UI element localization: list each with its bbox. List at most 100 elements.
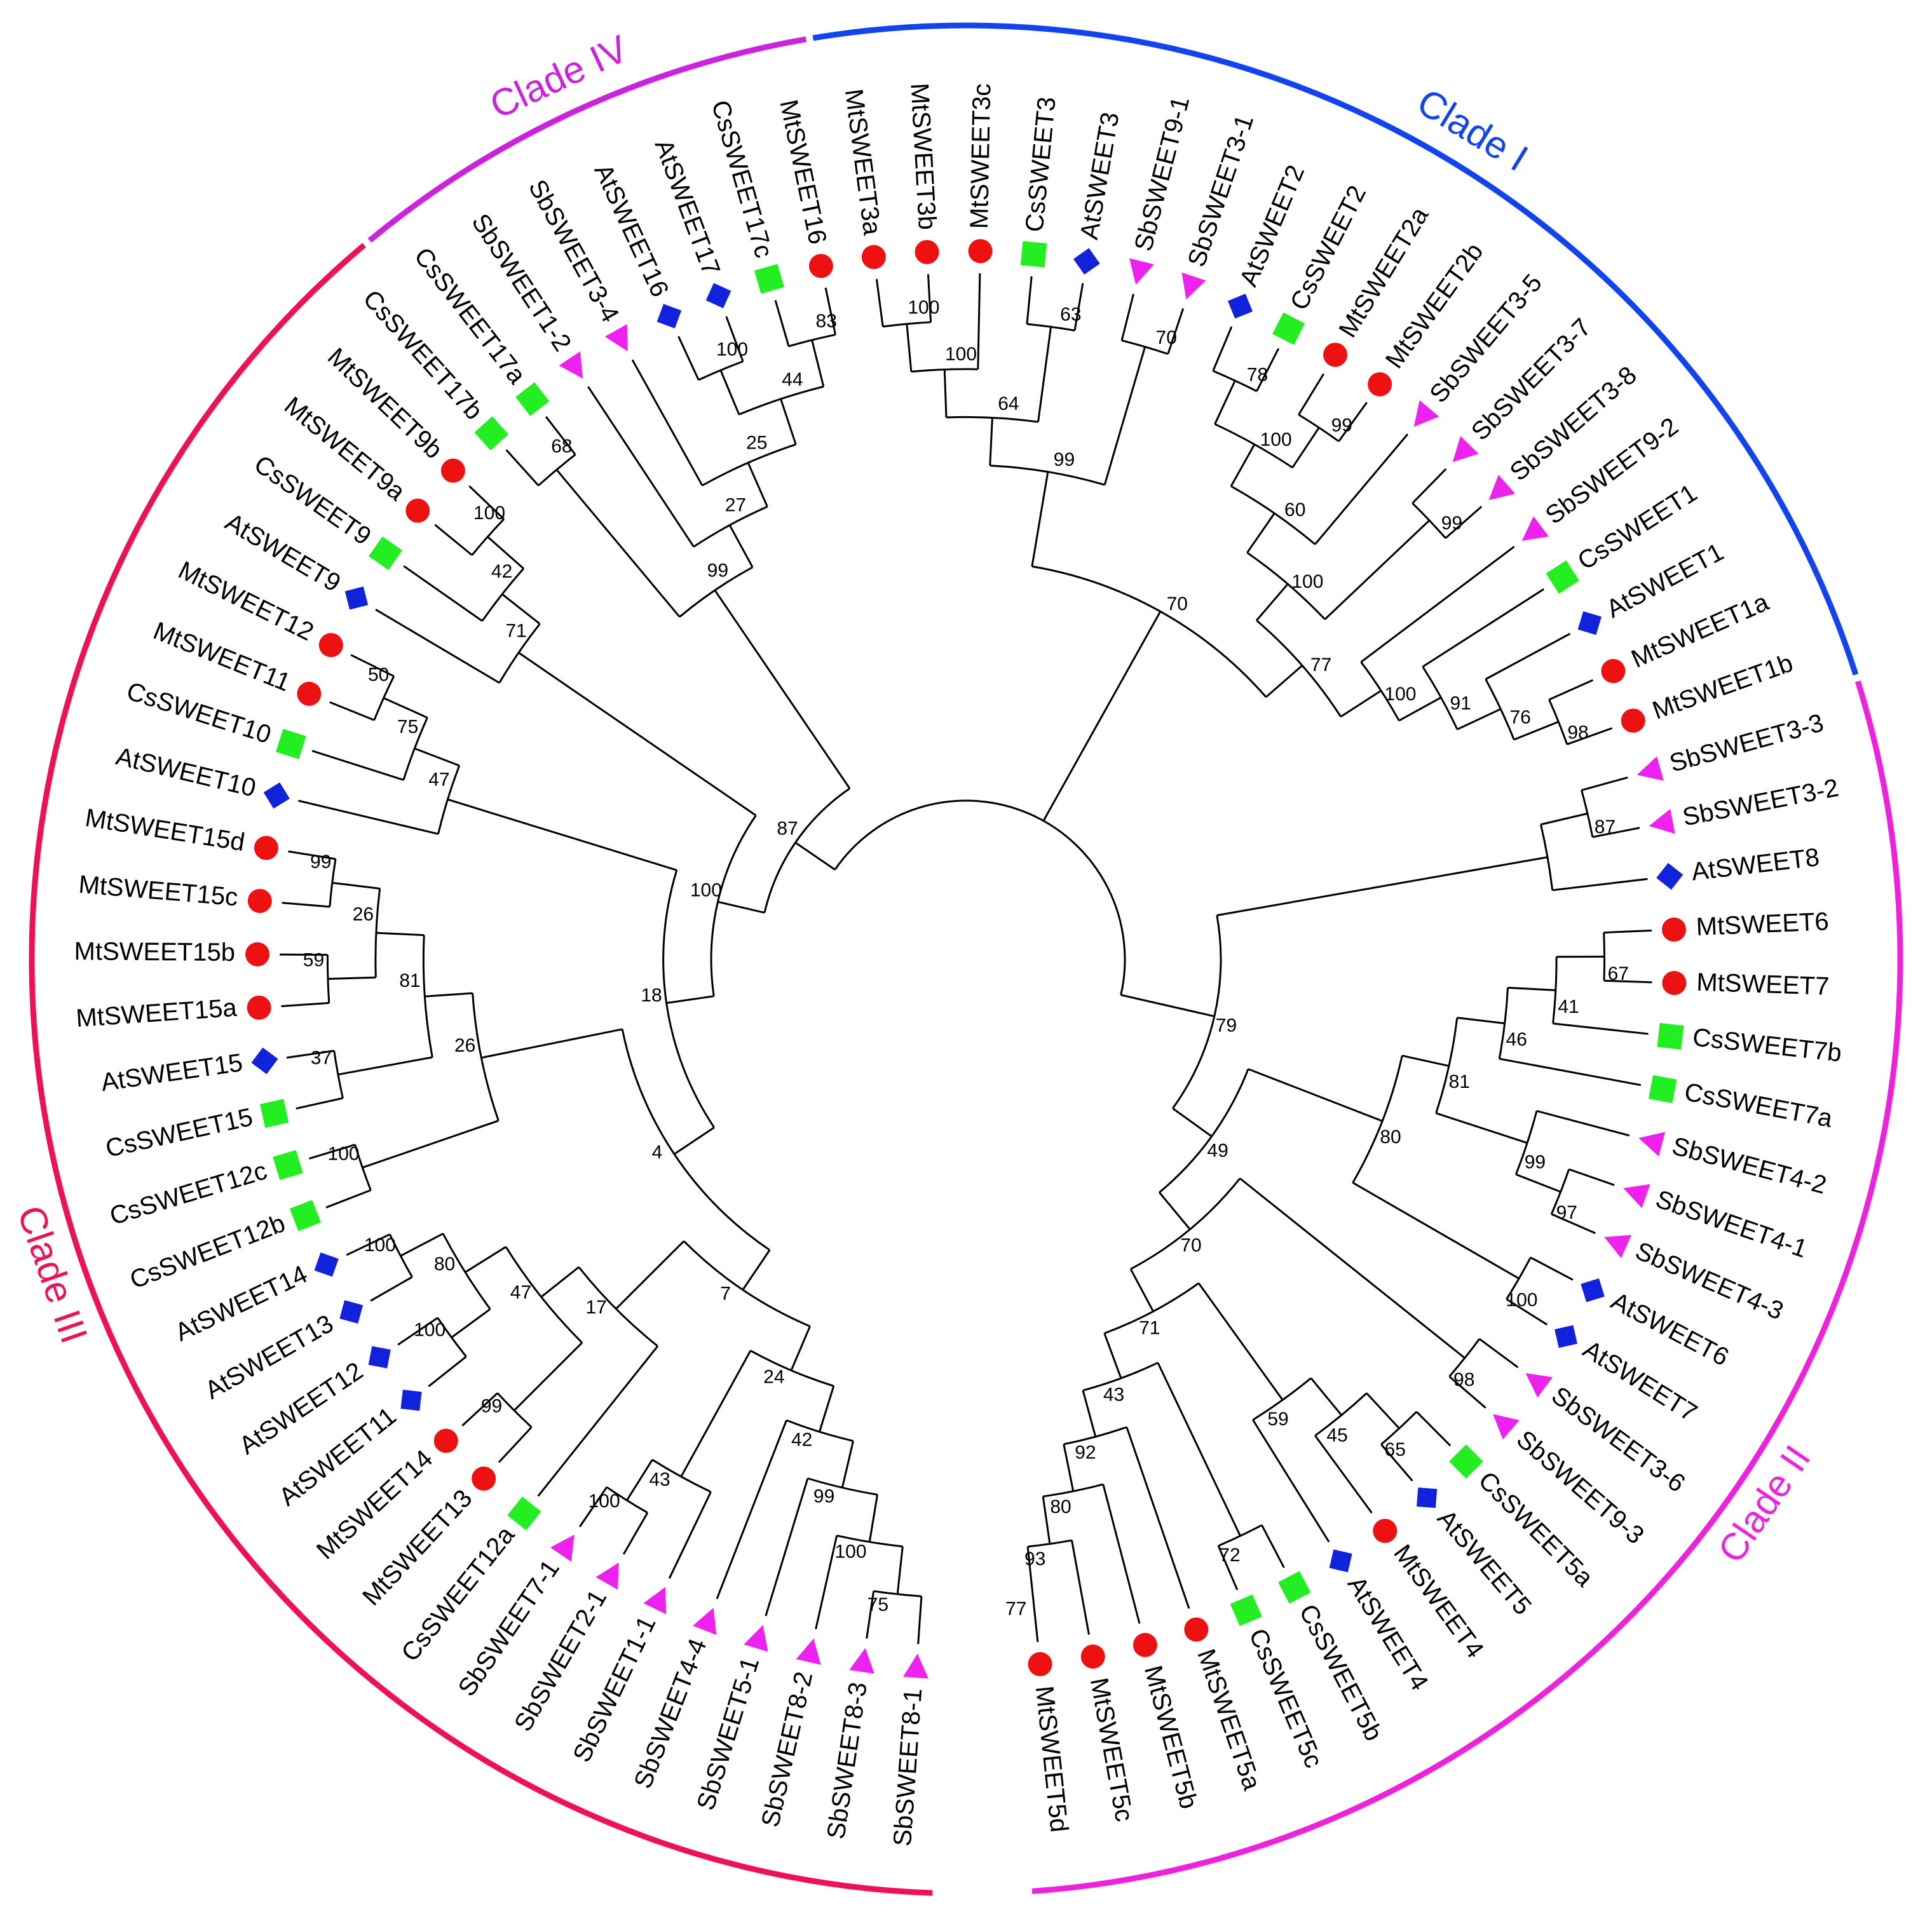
species-marker-square (273, 1149, 303, 1181)
bootstrap-value: 75 (397, 716, 418, 737)
branch (917, 1596, 923, 1645)
branch-arc (1218, 1524, 1263, 1547)
leaf-label: CsSWEET12c (107, 1156, 270, 1230)
bootstrap-value: 72 (1219, 1545, 1240, 1566)
branch (1541, 812, 1588, 825)
branch (1401, 1054, 1450, 1068)
bootstrap-value: 99 (1331, 415, 1352, 436)
species-marker-triangle (1493, 1414, 1520, 1440)
leaf-label: SbSWEET4-2 (1669, 1132, 1829, 1199)
branch (1445, 505, 1483, 539)
bootstrap-value: 87 (777, 818, 798, 839)
bootstrap-value: 42 (791, 1429, 812, 1450)
bootstrap-value: 25 (746, 433, 767, 454)
leaf-label: CsSWEET3 (1021, 96, 1061, 234)
branch-arc (738, 385, 824, 416)
bootstrap-value: 92 (1075, 1442, 1096, 1463)
species-marker-diamond (656, 304, 682, 329)
species-marker-circle (1323, 342, 1348, 367)
bootstrap-value: 100 (328, 1143, 360, 1164)
species-marker-circle (254, 836, 278, 860)
branch (716, 1420, 787, 1599)
species-marker-square (754, 264, 784, 294)
bootstrap-value: 64 (998, 393, 1019, 414)
branch-arc (1485, 679, 1515, 740)
branch-arc (693, 505, 768, 548)
leaf-label: MtSWEET3a (840, 87, 887, 237)
species-marker-triangle (1623, 1184, 1650, 1209)
species-marker-triangle (849, 1648, 874, 1674)
branch-arc (442, 1233, 491, 1310)
bootstrap-value: 43 (1103, 1384, 1124, 1405)
bootstrap-value: 44 (782, 369, 803, 390)
branch (896, 1546, 904, 1594)
branch (1499, 1057, 1642, 1087)
bootstrap-value: 100 (1506, 1290, 1537, 1311)
bootstrap-value: 46 (1506, 1029, 1527, 1050)
branch-arc (750, 1350, 834, 1387)
branch (714, 590, 851, 789)
bootstrap-value: 99 (813, 1486, 834, 1507)
bootstrap-value: 79 (1216, 1015, 1237, 1036)
branch (977, 273, 981, 370)
bootstrap-value: 100 (945, 344, 977, 365)
branch (1581, 777, 1628, 791)
leaf-label: CsSWEET7a (1682, 1078, 1835, 1133)
branch-arc (329, 858, 337, 907)
branch (1252, 1419, 1330, 1543)
leaf-label: CsSWEET10 (123, 677, 275, 749)
bootstrap-value: 100 (1384, 684, 1416, 705)
branch (498, 1426, 533, 1463)
branch-arc (1422, 666, 1459, 730)
bootstrap-value: 100 (834, 1542, 866, 1563)
bootstrap-value: 100 (690, 880, 722, 901)
branch (615, 1240, 685, 1310)
species-marker-triangle (903, 1653, 929, 1679)
species-marker-square (474, 416, 509, 451)
branch (296, 1097, 343, 1110)
branch-arc (1514, 1110, 1538, 1175)
branch (1120, 294, 1134, 341)
branch (281, 1001, 329, 1007)
leaf-label: AtSWEET8 (1690, 843, 1821, 886)
branch (1026, 1546, 1034, 1595)
branch (383, 697, 428, 719)
leaf-label: SbSWEET9-1 (1129, 93, 1195, 254)
branch (329, 701, 375, 721)
leaf-label: SbSWEET5-1 (691, 1654, 765, 1814)
branch (1448, 1376, 1486, 1409)
branch (1478, 1338, 1519, 1369)
branch-arc (834, 799, 1126, 996)
branch (1340, 689, 1382, 718)
branch (819, 1385, 835, 1432)
branch (866, 1590, 875, 1639)
branch (742, 1249, 771, 1291)
branch (1513, 721, 1559, 741)
branch (1603, 929, 1652, 934)
bootstrap-value: 99 (1054, 449, 1075, 470)
branch (1126, 1427, 1190, 1609)
branch (765, 1478, 809, 1617)
clade-arc (812, 22, 1859, 675)
bootstrap-value: 98 (1567, 722, 1588, 743)
branch (1422, 588, 1544, 668)
branch-arc (1314, 1392, 1368, 1437)
branch (875, 278, 884, 327)
branch-arc (1130, 1177, 1241, 1270)
leaf-label: MtSWEET16 (774, 97, 831, 247)
branch-arc (481, 567, 524, 622)
species-marker-diamond (344, 587, 369, 610)
leaf-label: SbSWEET8-2 (756, 1669, 818, 1830)
branch (677, 336, 700, 381)
bootstrap-value: 49 (1207, 1140, 1228, 1161)
branch (666, 995, 714, 1005)
branch (1248, 1068, 1383, 1122)
branch-arc (1214, 423, 1293, 469)
bootstrap-value: 59 (303, 949, 324, 970)
species-marker-square (1230, 1594, 1262, 1627)
bootstrap-value: 77 (1005, 1598, 1026, 1619)
leaf-label: AtSWEET17 (650, 136, 726, 280)
bootstrap-value: 71 (1139, 1317, 1160, 1338)
branch (327, 976, 376, 980)
